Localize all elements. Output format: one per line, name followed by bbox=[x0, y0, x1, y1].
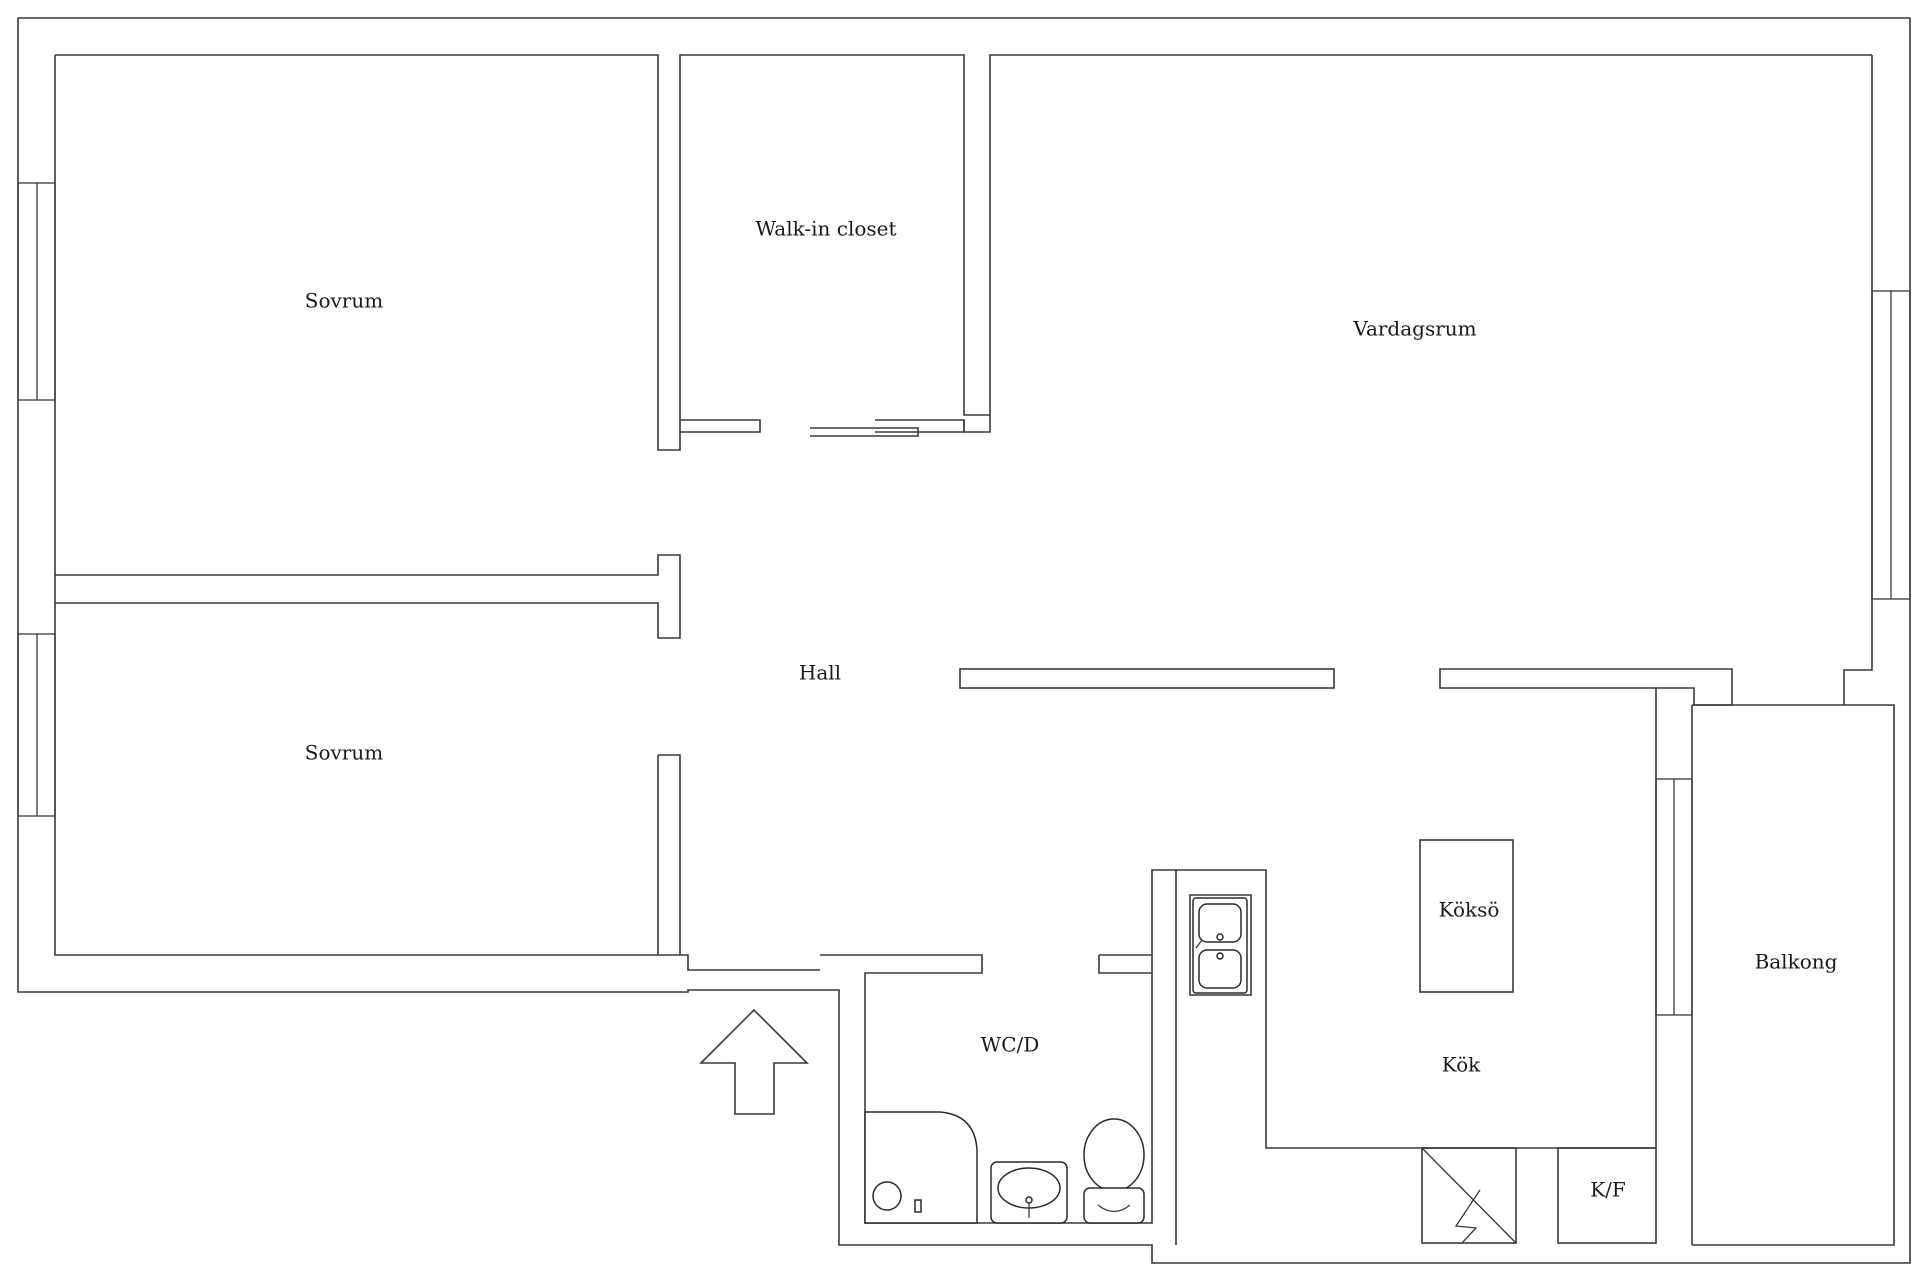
exterior-wall-inner bbox=[54, 55, 820, 971]
kitchen-sink-icon bbox=[1192, 897, 1248, 994]
kitchen-counter bbox=[1176, 869, 1656, 1149]
stove-icon bbox=[1421, 1147, 1517, 1244]
up-arrow-icon bbox=[699, 1008, 809, 1115]
room-label-kf: K/F bbox=[1590, 1178, 1626, 1202]
wash-basin-icon bbox=[990, 1161, 1068, 1224]
kitchen-island bbox=[1419, 839, 1514, 993]
room-label-hall: Hall bbox=[799, 661, 841, 685]
room-label-vardagsrum: Vardagsrum bbox=[1352, 317, 1476, 341]
shower-icon bbox=[864, 1111, 978, 1224]
wall-segment-living-2 bbox=[1439, 668, 1733, 706]
exterior-wall-inner-right bbox=[1843, 55, 1873, 705]
sovrum-lower-walls bbox=[657, 754, 681, 955]
exterior-wall-inner-top bbox=[55, 54, 1872, 451]
toilet-icon bbox=[1083, 1118, 1145, 1224]
room-label-sovrum-lower: Sovrum bbox=[305, 741, 383, 765]
room-label-wc-d: WC/D bbox=[981, 1033, 1040, 1057]
room-label-sovrum-upper: Sovrum bbox=[305, 289, 383, 313]
exterior-wall bbox=[17, 17, 1911, 1264]
room-label-kok: Kök bbox=[1442, 1053, 1481, 1077]
room-label-balkong: Balkong bbox=[1755, 950, 1838, 974]
fridge-freezer bbox=[1557, 1147, 1657, 1244]
room-label-kokso: Köksö bbox=[1439, 898, 1500, 922]
room-label-walk-in-closet: Walk-in closet bbox=[755, 217, 896, 241]
sovrum-upper-walls bbox=[55, 554, 681, 639]
wall-segment-living-1 bbox=[959, 668, 1335, 689]
closet-front-wall bbox=[680, 419, 965, 437]
